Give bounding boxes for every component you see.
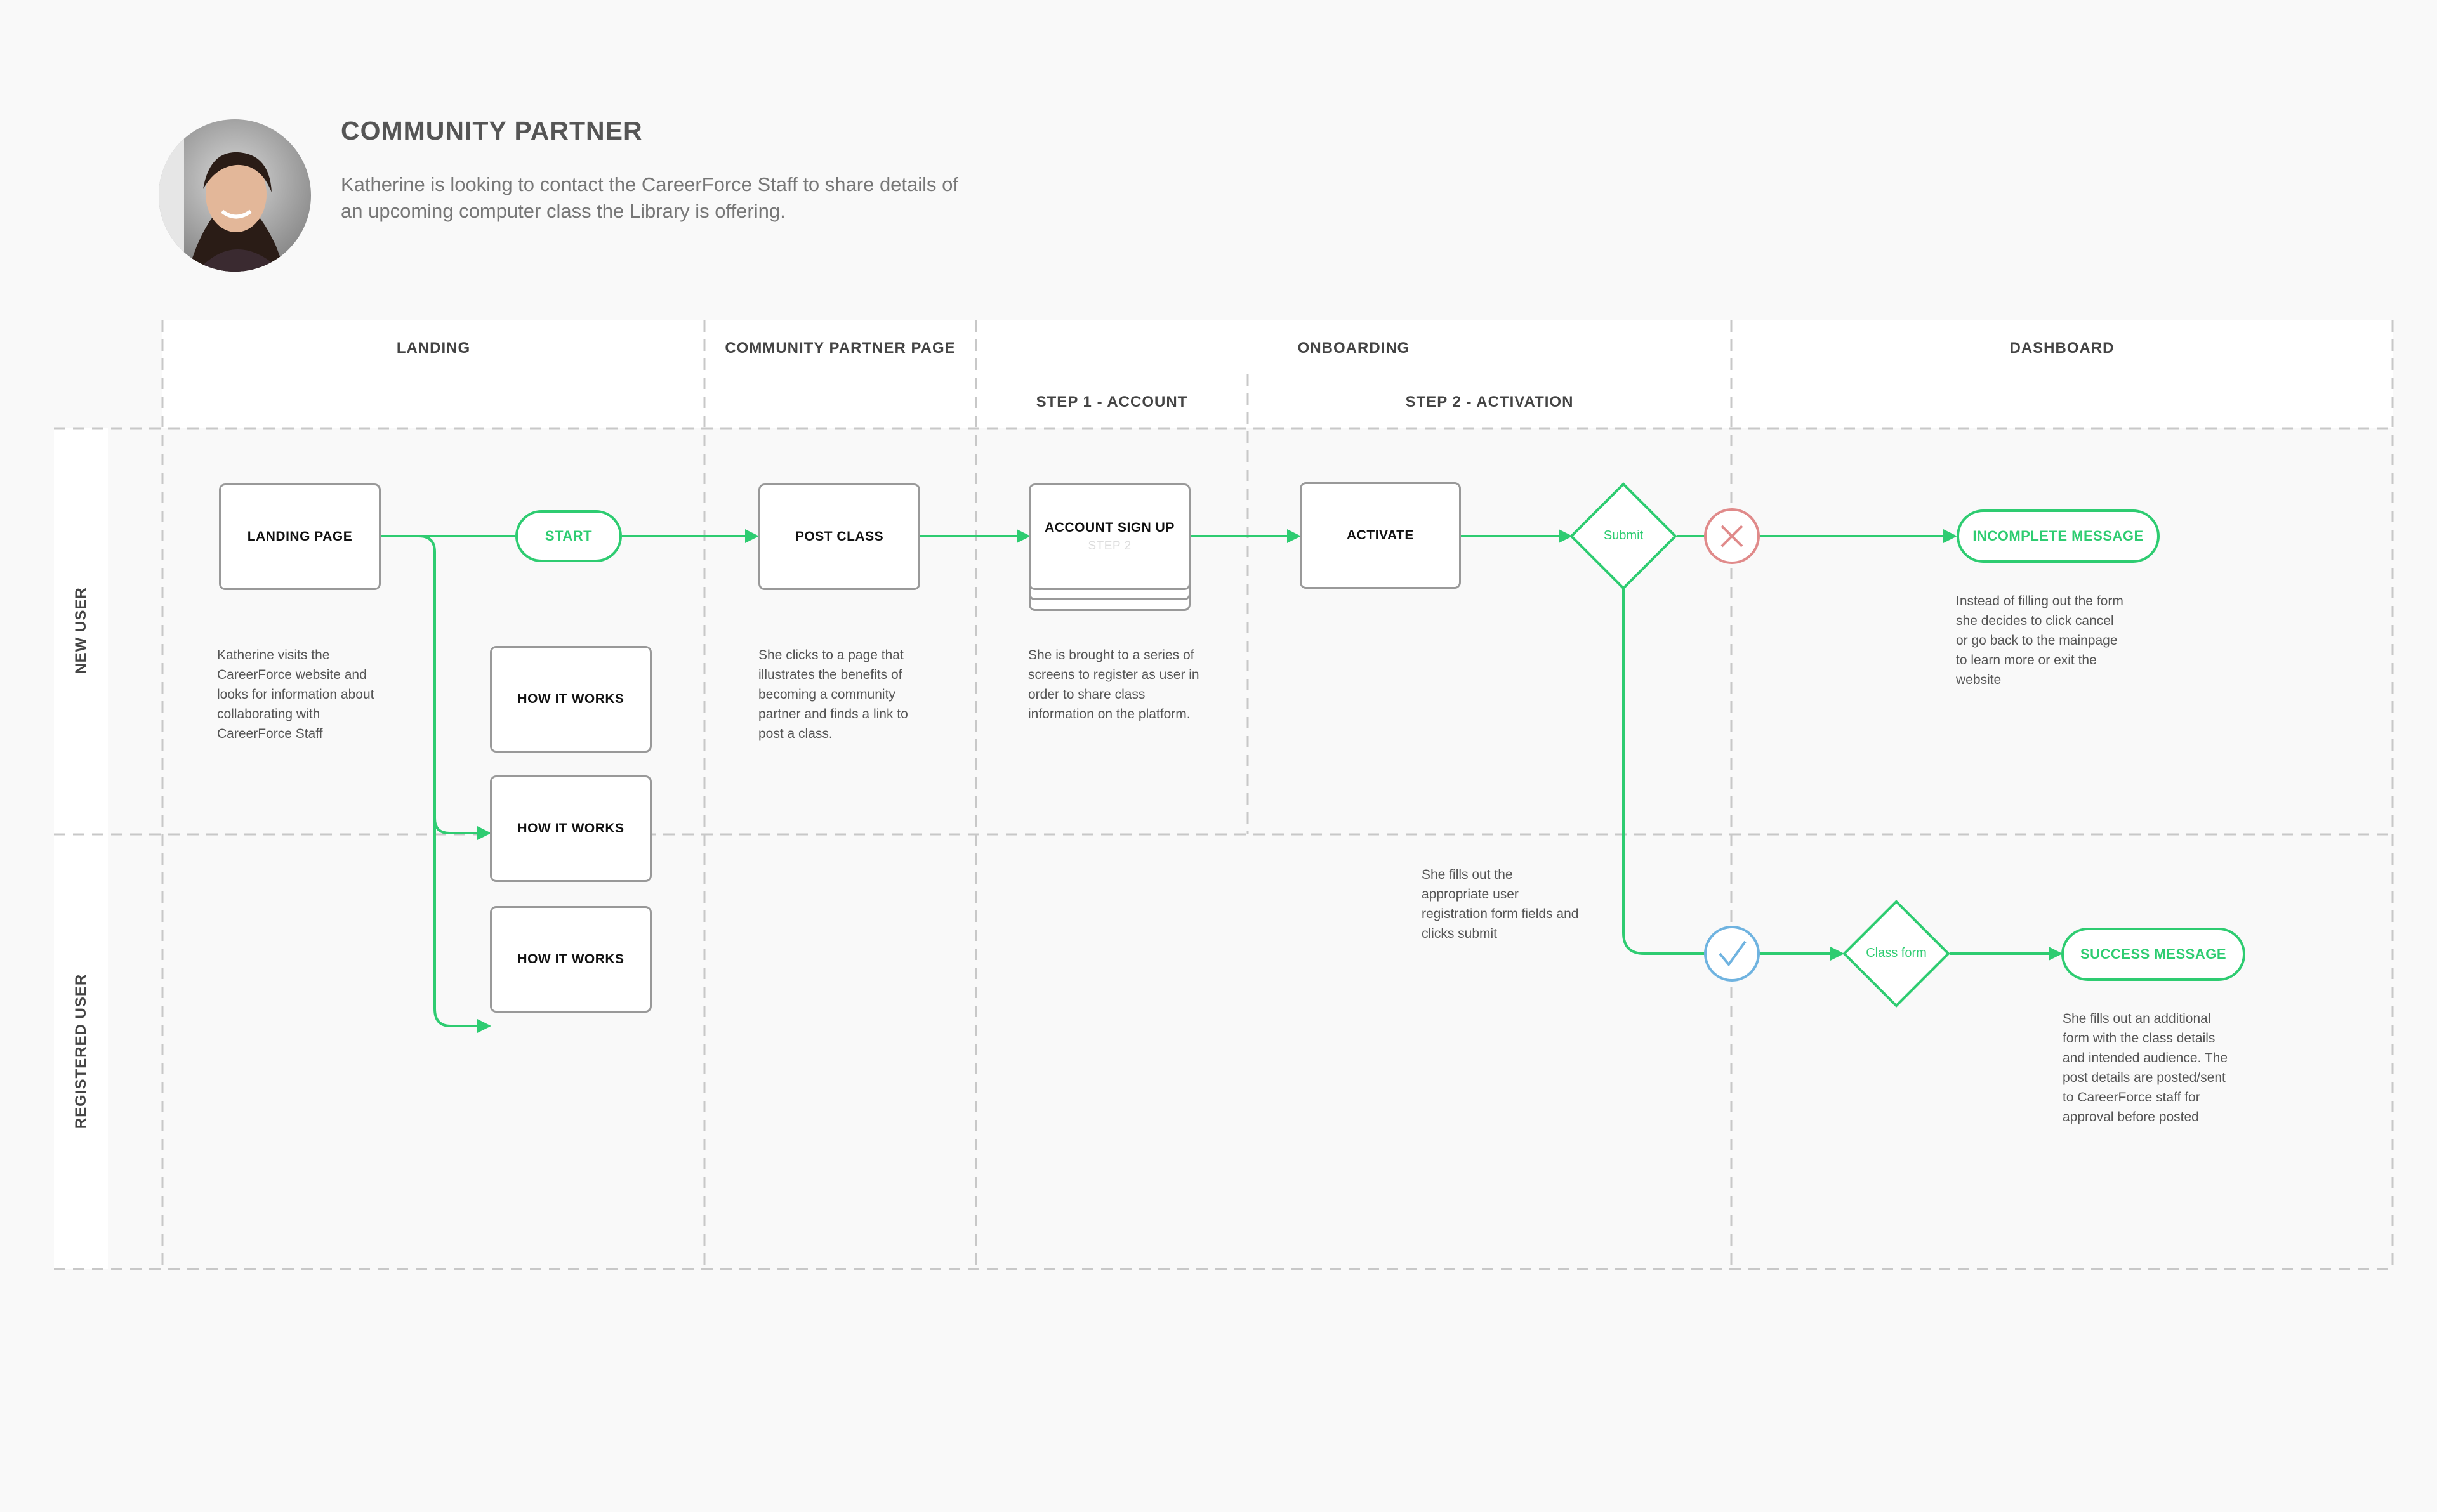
subheader-band bbox=[162, 374, 2393, 428]
post-class-node[interactable]: POST CLASS bbox=[758, 483, 920, 590]
lane-label-registered-user: REGISTERED USER bbox=[72, 973, 89, 1129]
lane-label-band bbox=[54, 428, 108, 1269]
start-node[interactable]: START bbox=[515, 510, 622, 562]
submit-diamond bbox=[1569, 482, 1677, 590]
connectors bbox=[381, 529, 2063, 1033]
column-header-onboarding: ONBOARDING bbox=[1297, 339, 1410, 357]
subheader-step1: STEP 1 - ACCOUNT bbox=[1036, 393, 1188, 411]
incomplete-message-node[interactable]: INCOMPLETE MESSAGE bbox=[1957, 509, 2160, 563]
note-landing: Katherine visits the CareerForce website… bbox=[217, 648, 374, 741]
column-header-community-partner-page: COMMUNITY PARTNER PAGE bbox=[725, 339, 956, 357]
column-header-band bbox=[162, 320, 2393, 374]
success-message-node[interactable]: SUCCESS MESSAGE bbox=[2061, 928, 2245, 981]
lane-label-new-user: NEW USER bbox=[72, 587, 89, 674]
error-icon bbox=[1704, 508, 1760, 564]
column-header-landing: LANDING bbox=[396, 339, 471, 357]
column-header-dashboard: DASHBOARD bbox=[2009, 339, 2115, 357]
success-check-icon bbox=[1704, 926, 1760, 982]
note-community-partner: She clicks to a page that illustrates th… bbox=[758, 648, 908, 741]
account-step-ghost-label: STEP 2 bbox=[1088, 539, 1132, 553]
landing-page-node[interactable]: LANDING PAGE bbox=[219, 483, 381, 590]
grid-lines bbox=[54, 320, 2394, 1270]
how-it-works-node-1[interactable]: HOW IT WORKS bbox=[490, 646, 652, 753]
submit-label[interactable]: Submit bbox=[1603, 529, 1644, 542]
class-form-label[interactable]: Class form bbox=[1866, 946, 1927, 960]
persona-title: COMMUNITY PARTNER bbox=[341, 116, 643, 145]
persona-avatar bbox=[159, 119, 311, 272]
note-success: She fills out an additional form with th… bbox=[2063, 1011, 2228, 1124]
account-sign-up-node[interactable]: ACCOUNT SIGN UP STEP 2 bbox=[1029, 483, 1191, 590]
note-incomplete: Instead of filling out the form she deci… bbox=[1956, 594, 2123, 687]
account-sign-up-label: ACCOUNT SIGN UP bbox=[1045, 520, 1175, 535]
class-form-diamond bbox=[1842, 900, 1950, 1008]
note-activation: She fills out the appropriate user regis… bbox=[1422, 867, 1579, 941]
how-it-works-node-3[interactable]: HOW IT WORKS bbox=[490, 906, 652, 1013]
activate-node[interactable]: ACTIVATE bbox=[1300, 482, 1461, 589]
how-it-works-node-2[interactable]: HOW IT WORKS bbox=[490, 775, 652, 882]
note-account: She is brought to a series of screens to… bbox=[1028, 648, 1199, 721]
subheader-step2: STEP 2 - ACTIVATION bbox=[1405, 393, 1574, 411]
persona-description: Katherine is looking to contact the Care… bbox=[341, 173, 959, 222]
